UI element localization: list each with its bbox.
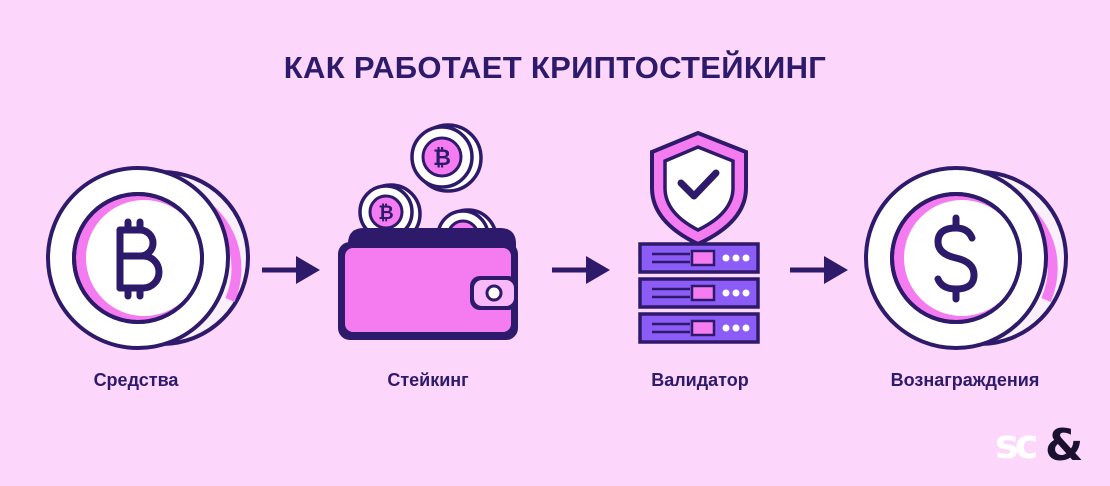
brand-logo: sc & [995, 420, 1084, 466]
arrow-3-icon [790, 256, 848, 284]
step-label-funds: Средства [93, 370, 179, 390]
step-label-validator: Валидатор [651, 370, 749, 390]
arrow-2-icon [552, 256, 610, 284]
dollar-coin-icon [864, 166, 1068, 350]
wallet-with-coins-icon: ₿ ₿ ₿ [338, 123, 518, 340]
arrow-1-icon [262, 256, 320, 284]
svg-text:₿: ₿ [433, 146, 451, 171]
bitcoin-coin-icon [46, 166, 250, 350]
svg-text:sc: sc [995, 422, 1037, 466]
step-label-rewards: Вознаграждения [890, 370, 1040, 390]
shield-server-icon [638, 130, 760, 344]
diagram-title: КАК РАБОТАЕТ КРИПТОСТЕЙКИНГ [283, 50, 827, 85]
step-label-staking: Стейкинг [387, 370, 469, 390]
svg-text:&: & [1045, 420, 1082, 466]
svg-text:₿: ₿ [378, 202, 393, 224]
